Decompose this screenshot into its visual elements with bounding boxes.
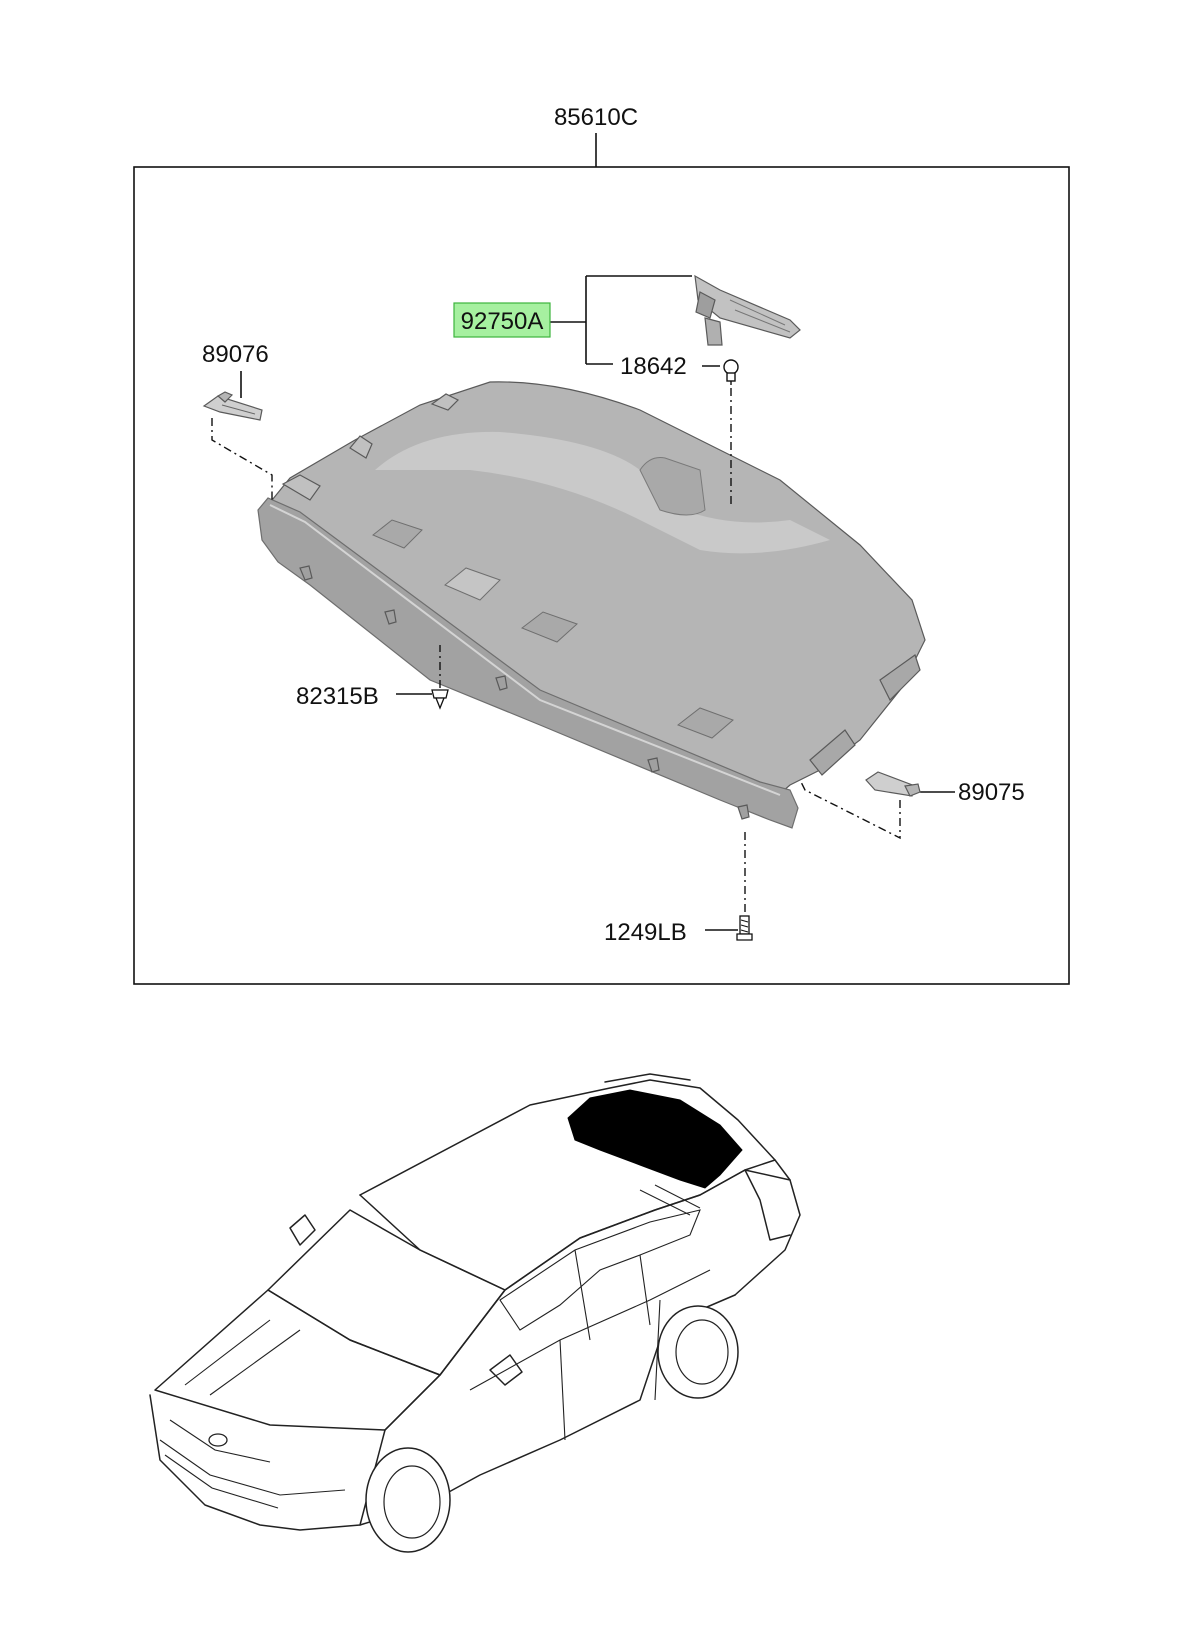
package-tray-panel [257,381,926,829]
clip-89076-install-path [211,418,273,500]
clip-89075-install-path [799,779,901,840]
vehicle-location-illustration [149,1073,801,1553]
lamp-assembly-92750A [694,274,801,346]
part-label-89075[interactable]: 89075 [958,779,1025,806]
part-highlight-92750A [453,302,551,338]
fastener-82315B [431,689,449,710]
part-label-18642[interactable]: 18642 [620,353,687,380]
clip-89075 [865,771,921,797]
part-leader-92750A [550,275,692,365]
clip-89076 [202,391,263,421]
part-label-82315B[interactable]: 82315B [296,683,379,710]
part-label-1249LB[interactable]: 1249LB [604,919,687,946]
bulb-18642 [723,359,739,385]
part-label-92750A[interactable]: 92750A [461,308,544,335]
part-label-89076[interactable]: 89076 [202,341,269,368]
assembly-frame [133,166,1070,985]
assembly-label-85610C[interactable]: 85610C [554,104,638,131]
screw-1249LB [736,915,753,941]
package-tray-location-highlight [567,1089,743,1189]
